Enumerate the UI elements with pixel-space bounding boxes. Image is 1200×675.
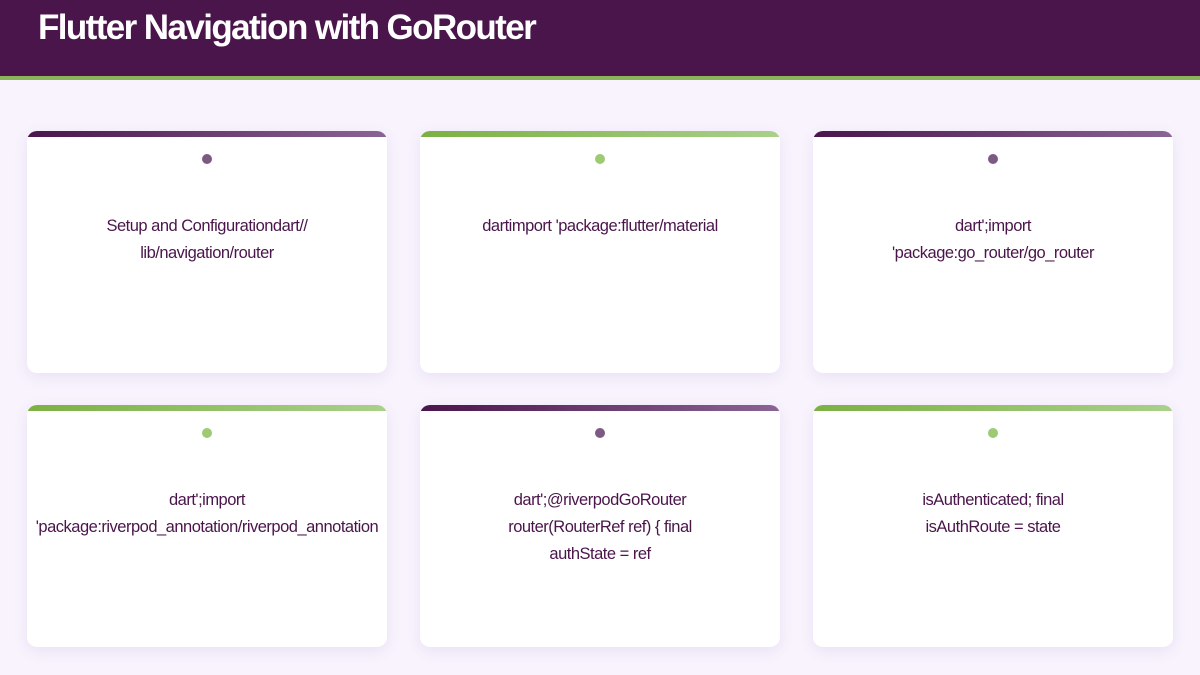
bullet-dot-icon [202, 428, 212, 438]
bullet-dot-icon [595, 154, 605, 164]
card-accent-bar [27, 131, 387, 137]
card-3: dart';import 'package:go_router/go_route… [813, 131, 1173, 373]
card-4: dart';import 'package:riverpod_annotatio… [27, 405, 387, 647]
bullet-dot-icon [988, 428, 998, 438]
page-header: Flutter Navigation with GoRouter [0, 0, 1200, 80]
card-text: isAuthenticated; final isAuthRoute = sta… [922, 491, 1064, 536]
card-text: dartimport 'package:flutter/material [482, 217, 718, 235]
card-text: dart';import 'package:go_router/go_route… [892, 217, 1094, 262]
card-6: isAuthenticated; final isAuthRoute = sta… [813, 405, 1173, 647]
card-2: dartimport 'package:flutter/material [420, 131, 780, 373]
bullet-dot-icon [595, 428, 605, 438]
bullet-dot-icon [988, 154, 998, 164]
card-text: dart';@riverpodGoRouter router(RouterRef… [508, 491, 692, 563]
card-1: Setup and Configurationdart// lib/naviga… [27, 131, 387, 373]
page-title: Flutter Navigation with GoRouter [38, 8, 537, 47]
card-accent-bar [813, 405, 1173, 411]
card-text: dart';import 'package:riverpod_annotatio… [35, 491, 379, 536]
card-5: dart';@riverpodGoRouter router(RouterRef… [420, 405, 780, 647]
card-accent-bar [420, 405, 780, 411]
card-text: Setup and Configurationdart// lib/naviga… [106, 217, 308, 262]
card-accent-bar [813, 131, 1173, 137]
card-accent-bar [27, 405, 387, 411]
card-accent-bar [420, 131, 780, 137]
bullet-dot-icon [202, 154, 212, 164]
